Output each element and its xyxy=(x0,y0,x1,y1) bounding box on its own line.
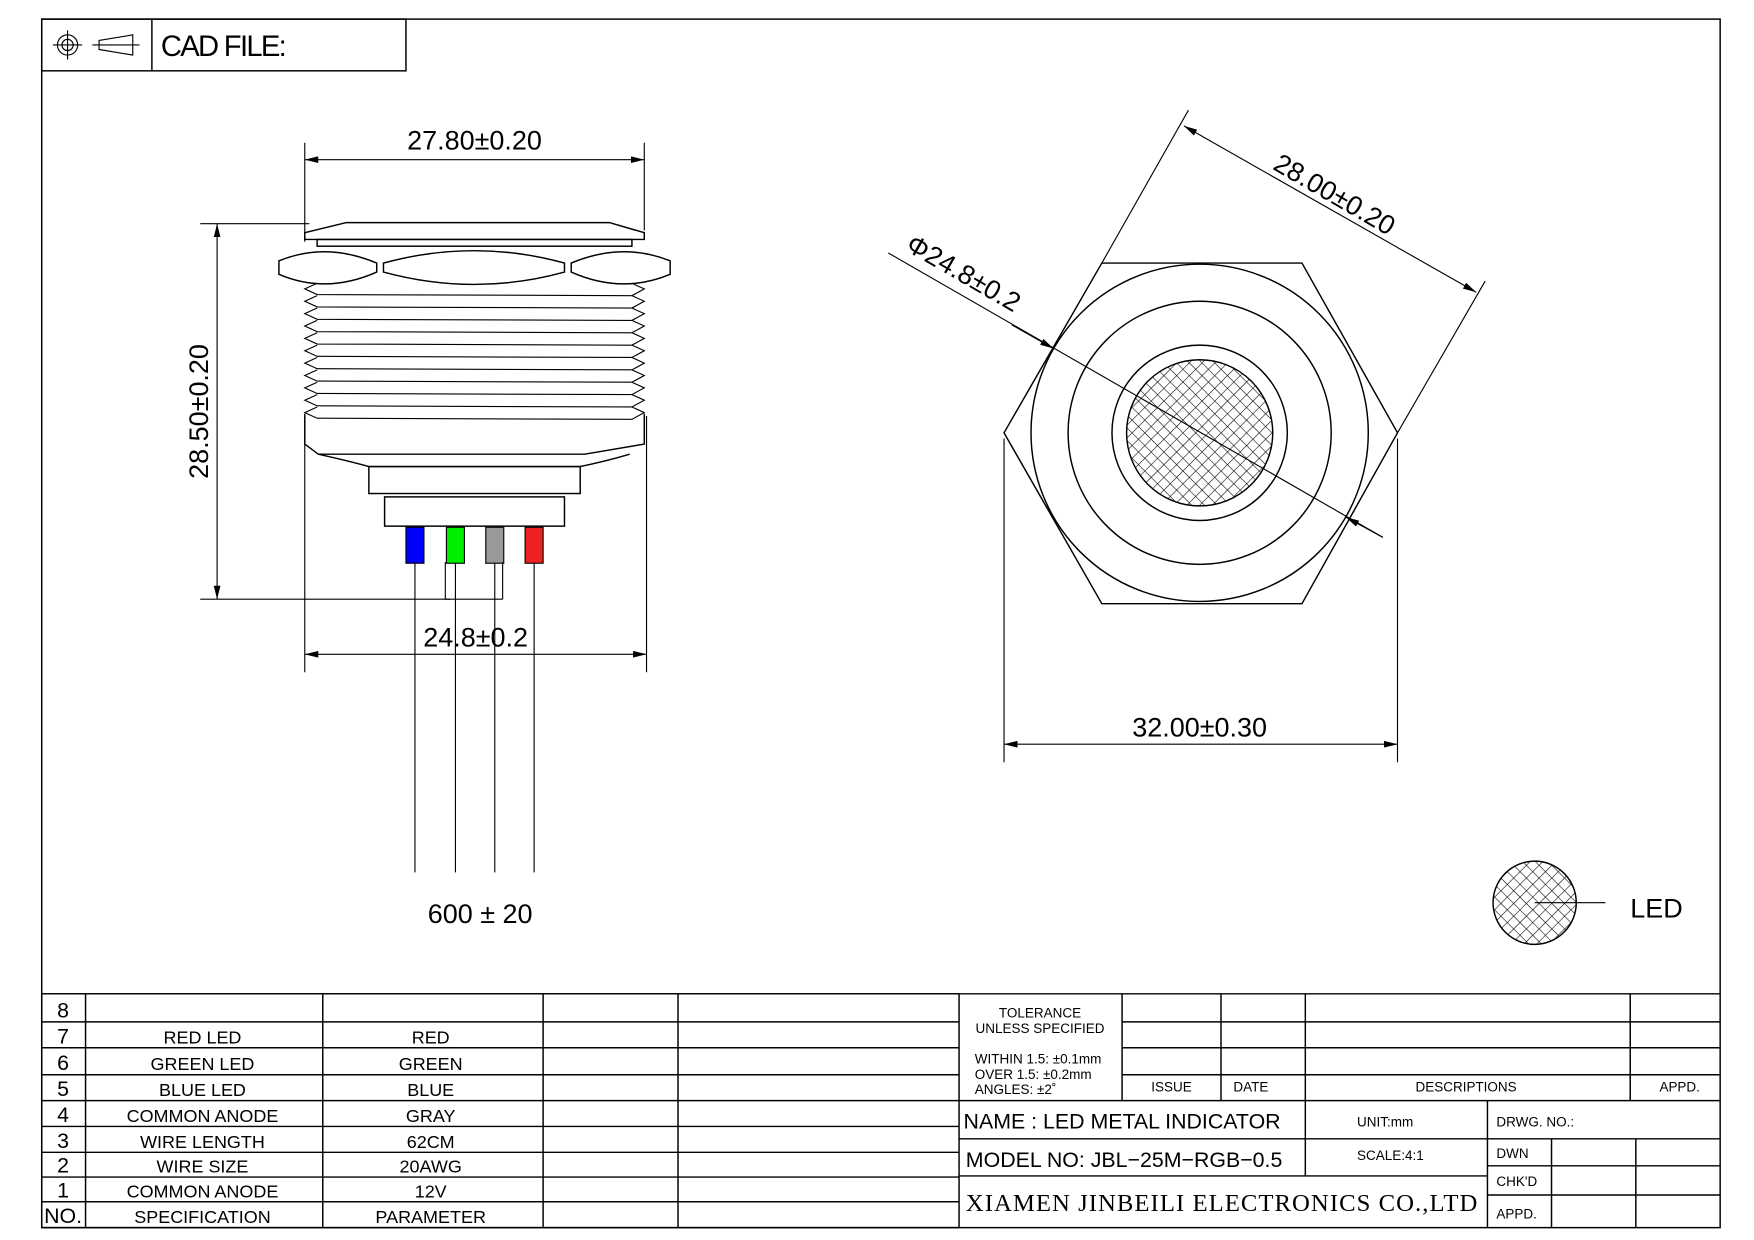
spec-table-row: 1 COMMON ANODE 12V xyxy=(57,1178,447,1202)
wire-pin xyxy=(524,526,544,564)
row-number: 6 xyxy=(57,1051,69,1075)
tolerance-title: TOLERANCE xyxy=(999,1005,1081,1020)
row-parameter: GREEN xyxy=(399,1054,463,1074)
appd-header: APPD. xyxy=(1659,1080,1699,1095)
cad-file-header: CAD FILE: xyxy=(40,18,407,72)
hex-width-dimension: 32.00±0.30 xyxy=(1132,712,1267,742)
tolerance-angles: ANGLES: ±2˚ xyxy=(975,1082,1057,1097)
side-view: 27.80±0.20 28.50±0.20 24.8±0.2 600 ± 20 xyxy=(184,126,671,929)
thread-ridge xyxy=(303,307,646,321)
row-parameter: 62CM xyxy=(407,1132,455,1152)
model-number: MODEL NO: JBL−25M−RGB−0.5 xyxy=(966,1148,1283,1172)
projection-symbol-icon xyxy=(52,30,140,60)
row-number: 5 xyxy=(57,1077,69,1101)
date-header: DATE xyxy=(1233,1080,1268,1095)
row-specification: RED LED xyxy=(164,1027,242,1047)
checked-by-label: CHK'D xyxy=(1496,1174,1537,1189)
drawing-frame xyxy=(40,18,1721,1229)
thread-ridge xyxy=(303,369,646,383)
cad-file-label: CAD FILE: xyxy=(161,31,287,63)
row-parameter: PARAMETER xyxy=(375,1207,486,1227)
thread-ridge xyxy=(303,282,646,297)
flat-width-dimension: 28.00±0.20 xyxy=(1269,148,1401,241)
company-name: XIAMEN JINBEILI ELECTRONICS CO.,LTD xyxy=(966,1190,1478,1217)
led-lens xyxy=(1125,359,1274,507)
product-name: NAME : LED METAL INDICATOR xyxy=(964,1110,1281,1134)
thread-ridge xyxy=(303,344,646,359)
row-parameter: 12V xyxy=(415,1181,447,1201)
row-number: 3 xyxy=(57,1129,69,1153)
spec-table-row: 3 WIRE LENGTH 62CM xyxy=(57,1129,455,1153)
row-number: 7 xyxy=(57,1024,69,1048)
scale-label: SCALE:4:1 xyxy=(1357,1148,1424,1163)
thread-ridge xyxy=(303,381,646,396)
spec-table-row: NO. SPECIFICATION PARAMETER xyxy=(44,1204,486,1228)
row-specification: BLUE LED xyxy=(159,1080,246,1100)
thread-diameter-dimension: 24.8±0.2 xyxy=(423,622,528,652)
row-specification: WIRE LENGTH xyxy=(140,1132,265,1152)
approved-by-label: APPD. xyxy=(1496,1207,1536,1222)
row-number: 8 xyxy=(57,998,69,1022)
spec-table-row: 6 GREEN LED GREEN xyxy=(57,1051,463,1075)
drawing-number-label: DRWG. NO.: xyxy=(1496,1114,1574,1129)
thread-ridge xyxy=(303,406,646,420)
row-number: 4 xyxy=(57,1103,69,1127)
row-specification: COMMON ANODE xyxy=(127,1181,279,1201)
side-height-dimension: 28.50±0.20 xyxy=(184,344,214,479)
wire-pin xyxy=(405,526,425,564)
wire-pin xyxy=(485,526,505,564)
row-parameter: RED xyxy=(412,1027,450,1047)
tolerance-over: OVER 1.5: ±0.2mm xyxy=(975,1067,1092,1082)
row-number: NO. xyxy=(44,1204,82,1228)
spec-table-row: 2 WIRE SIZE 20AWG xyxy=(57,1154,462,1178)
tolerance-subtitle: UNLESS SPECIFIED xyxy=(976,1021,1105,1036)
lens-diameter-dimension: Φ24.8±0.2 xyxy=(901,229,1025,318)
thread-ridge xyxy=(303,319,646,334)
thread-ridge xyxy=(303,295,646,309)
row-specification: COMMON ANODE xyxy=(127,1106,279,1126)
spec-table-row: 5 BLUE LED BLUE xyxy=(57,1077,454,1101)
issue-header: ISSUE xyxy=(1151,1080,1191,1095)
thread-ridge xyxy=(303,356,646,371)
row-specification: WIRE SIZE xyxy=(157,1157,249,1177)
tolerance-within: WITHIN 1.5: ±0.1mm xyxy=(975,1051,1102,1066)
unit-label: UNIT:mm xyxy=(1357,1114,1413,1129)
side-width-dimension: 27.80±0.20 xyxy=(407,126,542,156)
led-label: LED xyxy=(1630,893,1682,923)
row-parameter: GRAY xyxy=(406,1106,456,1126)
thread-ridge xyxy=(303,394,646,408)
spec-table-row: 4 COMMON ANODE GRAY xyxy=(57,1103,455,1127)
spec-table-row: 7 RED LED RED xyxy=(57,1024,450,1048)
led-legend: LED xyxy=(1492,860,1683,946)
spec-table-row: 8 xyxy=(57,998,69,1022)
row-number: 1 xyxy=(57,1178,69,1202)
thread-ridge xyxy=(303,332,646,346)
wire-length-dimension: 600 ± 20 xyxy=(428,899,533,929)
row-specification: GREEN LED xyxy=(151,1054,255,1074)
title-block: TOLERANCE UNLESS SPECIFIED WITHIN 1.5: ±… xyxy=(41,993,1721,1228)
wire-pin xyxy=(445,526,465,564)
front-view: 28.00±0.20 Φ24.8±0.2 32.00±0.30 xyxy=(887,109,1486,763)
row-number: 2 xyxy=(57,1154,69,1178)
drawn-by-label: DWN xyxy=(1496,1146,1528,1161)
descriptions-header: DESCRIPTIONS xyxy=(1416,1080,1517,1095)
spec-table: 87 RED LED RED 6 GREEN LED GREEN 5 BLUE LED BLUE… xyxy=(40,993,960,1229)
row-parameter: 20AWG xyxy=(400,1157,462,1177)
row-specification: SPECIFICATION xyxy=(134,1207,270,1227)
row-parameter: BLUE xyxy=(407,1080,454,1100)
